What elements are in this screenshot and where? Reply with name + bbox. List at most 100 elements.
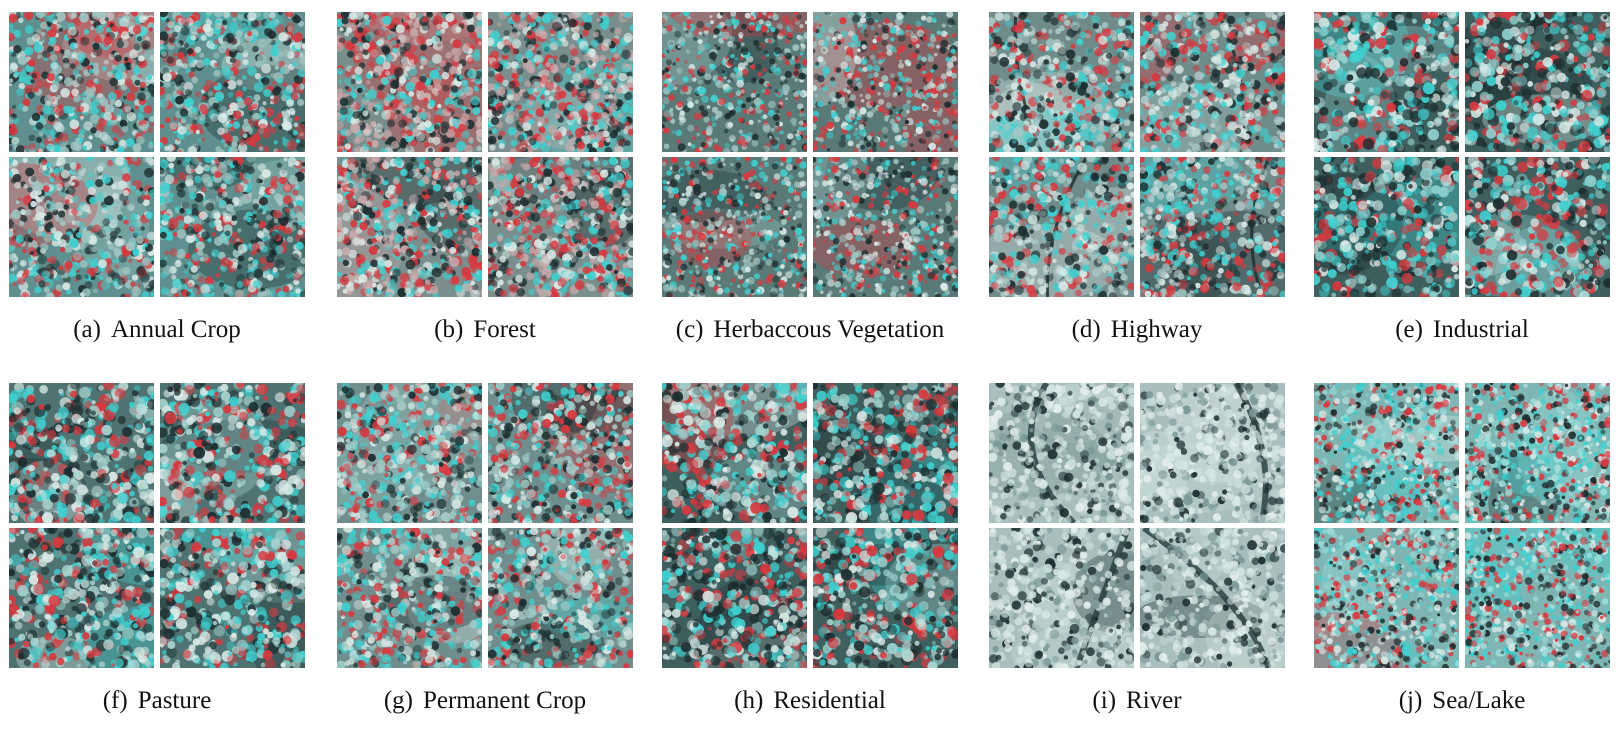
speckle (138, 15, 147, 24)
speckle (440, 247, 446, 252)
speckle (609, 27, 616, 33)
speckle (390, 279, 396, 284)
speckle (92, 224, 101, 233)
speckle (352, 111, 361, 119)
speckle (9, 13, 18, 23)
speckle (418, 269, 428, 279)
speckle (595, 78, 603, 86)
speckle (349, 172, 358, 181)
speckle (535, 28, 544, 37)
speckle (616, 86, 623, 94)
speckle (265, 214, 272, 221)
speckle (58, 27, 63, 32)
speckle (256, 54, 267, 64)
speckle (405, 133, 414, 143)
speckle (423, 12, 428, 17)
speckle (565, 27, 570, 32)
speckle (400, 108, 406, 114)
speckle (528, 109, 534, 115)
speckle (617, 43, 624, 50)
speckle (583, 22, 592, 31)
speckle (448, 65, 458, 75)
speckle (583, 251, 589, 257)
speckle (138, 60, 146, 69)
speckle (350, 101, 357, 108)
speckle (112, 193, 119, 200)
speckle (221, 41, 230, 49)
speckle (97, 165, 104, 172)
speckle (555, 113, 561, 119)
speckle (367, 60, 376, 69)
speckle (524, 115, 531, 122)
speckle (452, 39, 462, 49)
speckle (130, 63, 136, 69)
speckle (45, 263, 55, 273)
speckle (138, 55, 145, 62)
speckle (363, 14, 369, 20)
speckle (607, 234, 618, 245)
speckle (436, 180, 441, 185)
speckle (528, 288, 536, 296)
speckle (282, 183, 293, 193)
speckle (583, 67, 592, 76)
speckle (9, 163, 14, 169)
speckle (407, 210, 413, 216)
speckle (338, 37, 345, 44)
speckle (492, 211, 499, 217)
speckle (377, 232, 382, 237)
speckle (544, 238, 550, 244)
speckle (523, 221, 530, 228)
speckle (55, 284, 62, 290)
speckle (42, 165, 48, 171)
speckle (475, 70, 482, 79)
speckle (104, 17, 109, 22)
speckle (9, 78, 14, 83)
speckle (775, 121, 780, 126)
speckle (366, 73, 372, 79)
sample-grid (337, 12, 633, 297)
speckle (275, 148, 283, 152)
speckle (258, 146, 264, 151)
speckle (135, 135, 145, 145)
speckle (64, 49, 71, 56)
speckle (603, 38, 612, 47)
speckle (102, 217, 109, 224)
speckle (295, 199, 303, 207)
speckle (300, 290, 305, 297)
speckle (162, 265, 173, 276)
speckle (429, 157, 436, 161)
speckle (452, 191, 463, 201)
speckle (205, 13, 210, 18)
speckle (160, 224, 163, 229)
speckle (12, 264, 18, 270)
speckle (150, 292, 154, 297)
speckle (374, 103, 383, 112)
speckle (621, 208, 630, 217)
speckle (571, 136, 577, 141)
speckle (802, 67, 807, 75)
speckle (107, 92, 117, 102)
speckle (11, 159, 18, 166)
speckle (110, 204, 118, 212)
speckle (392, 177, 400, 185)
speckle (358, 46, 364, 52)
speckle (195, 46, 201, 53)
speckle (618, 289, 624, 295)
speckle (418, 162, 426, 170)
speckle (22, 293, 28, 297)
speckle (553, 72, 564, 83)
speckle (543, 46, 550, 54)
speckle (82, 288, 91, 297)
speckle (17, 66, 23, 73)
speckle (418, 93, 425, 100)
speckle (756, 12, 763, 18)
speckle (98, 259, 107, 268)
speckle (609, 67, 615, 73)
speckle (488, 18, 492, 26)
speckle (608, 200, 615, 206)
speckle (467, 157, 473, 162)
speckle (40, 195, 45, 200)
speckle (503, 237, 513, 247)
speckle (190, 157, 199, 165)
speckle (247, 66, 257, 76)
